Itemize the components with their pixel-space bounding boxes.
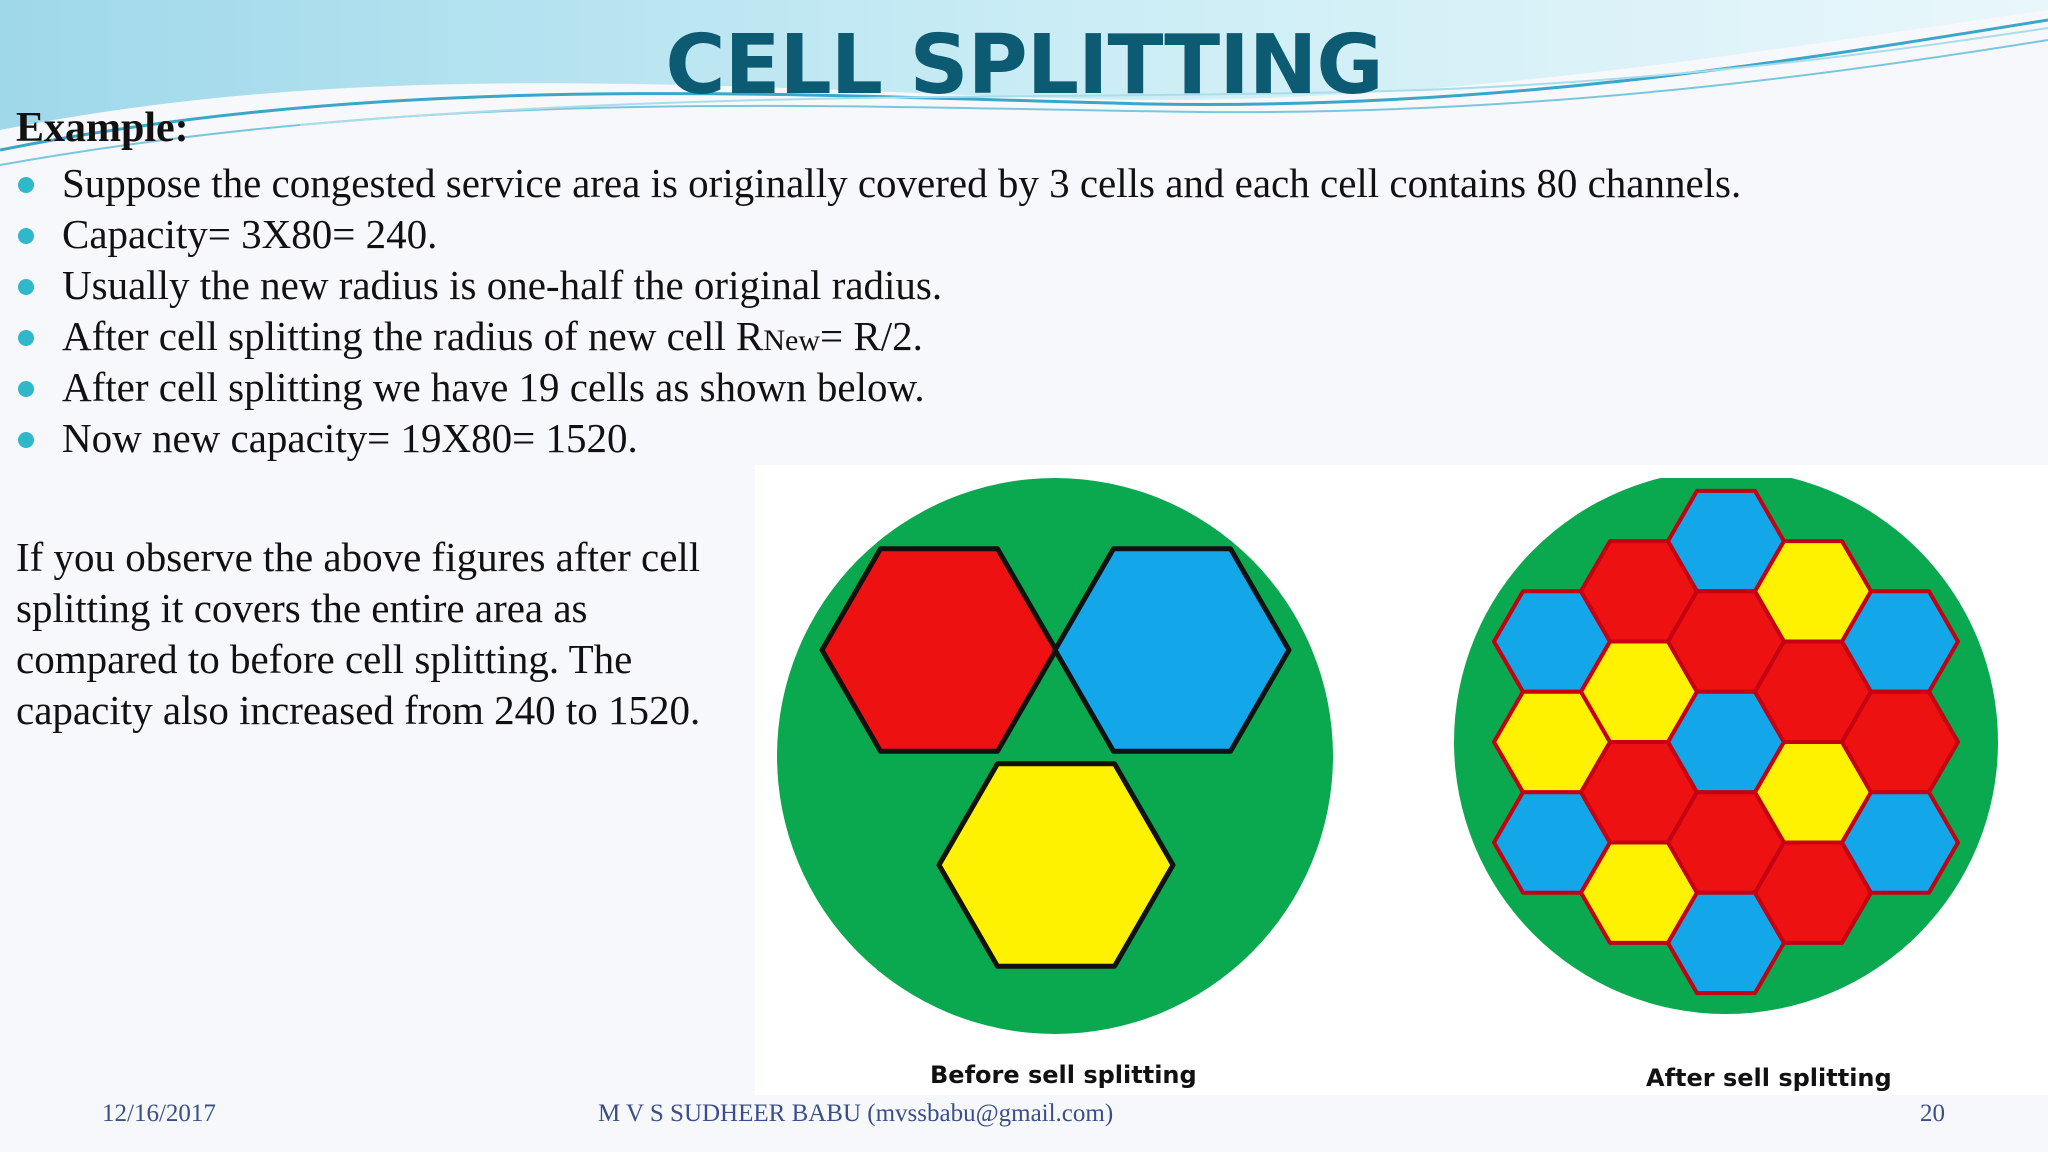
cell-hexagon [819, 546, 1059, 754]
bullet-item: Now new capacity= 19X80= 1520. [16, 413, 1741, 464]
bullet-dot-icon [18, 330, 34, 346]
bullet-dot-icon [18, 432, 34, 448]
footer-author: M V S SUDHEER BABU (mvssbabu@gmail.com) [598, 1100, 1114, 1127]
example-label: Example: [16, 105, 189, 151]
cell-hexagon [1052, 546, 1292, 754]
bullet-dot-icon [18, 177, 34, 193]
radius-subscript: New [763, 324, 821, 357]
bullet-dot-icon [18, 381, 34, 397]
before-caption: Before sell splitting [930, 1061, 1197, 1089]
cell-hexagon [1840, 790, 1960, 895]
slide-title: CELL SPLITTING [665, 18, 1383, 113]
bullet-dot-icon [18, 228, 34, 244]
bullet-item: Suppose the congested service area is or… [16, 158, 1741, 209]
bullet-list: Suppose the congested service area is or… [16, 158, 1741, 464]
cell-hexagon [936, 761, 1176, 969]
header-wave-decoration [0, 0, 2048, 166]
bullet-item: Usually the new radius is one-half the o… [16, 260, 1741, 311]
after-splitting-figure [1454, 478, 1998, 1014]
bullet-item: After cell splitting we have 19 cells as… [16, 362, 1741, 413]
bullet-item: Capacity= 3X80= 240. [16, 209, 1741, 260]
bullet-item: After cell splitting the radius of new c… [16, 311, 1741, 362]
after-caption: After sell splitting [1646, 1064, 1892, 1092]
observation-paragraph: If you observe the above figures after c… [16, 534, 701, 733]
bullet-dot-icon [18, 279, 34, 295]
footer-page-number: 20 [1920, 1100, 1945, 1127]
footer-date: 12/16/2017 [102, 1100, 216, 1127]
before-splitting-figure [777, 478, 1333, 1034]
